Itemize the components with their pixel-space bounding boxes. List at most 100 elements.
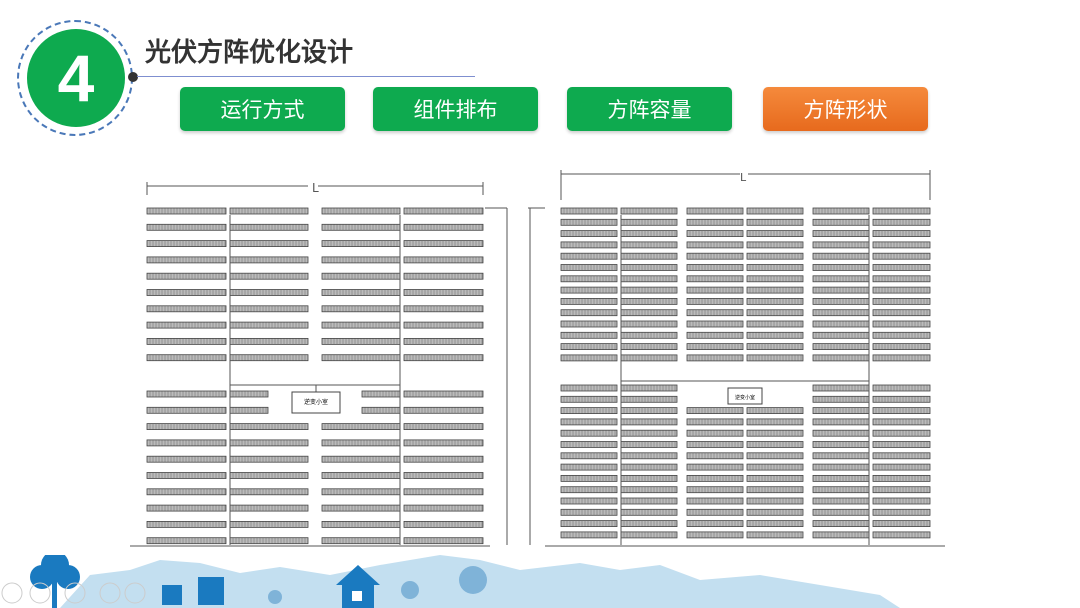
pv-module-row bbox=[620, 429, 678, 437]
pv-module-row bbox=[812, 508, 870, 516]
pv-module-row bbox=[146, 256, 227, 264]
pv-module-row bbox=[812, 486, 870, 494]
pv-module-row bbox=[146, 455, 227, 463]
pv-module-row bbox=[146, 354, 227, 362]
pv-module-row bbox=[560, 218, 618, 226]
pv-module-row bbox=[620, 407, 678, 415]
pv-module-row bbox=[403, 521, 484, 528]
pv-module-row bbox=[812, 429, 870, 437]
pv-module-row bbox=[560, 309, 618, 317]
pv-module-row bbox=[746, 429, 804, 437]
pv-module-row bbox=[146, 488, 227, 496]
pv-module-row bbox=[872, 407, 931, 415]
pv-module-row bbox=[812, 218, 870, 226]
pv-module-row bbox=[746, 252, 804, 260]
pv-module-row bbox=[403, 256, 484, 264]
pv-module-row bbox=[620, 218, 678, 226]
pv-module-row bbox=[812, 418, 870, 426]
pv-module-row bbox=[686, 241, 744, 249]
pv-module-row bbox=[746, 508, 804, 516]
pv-module-row bbox=[812, 452, 870, 460]
pv-module-row bbox=[686, 230, 744, 238]
pv-module-row bbox=[620, 331, 678, 339]
pv-module-row bbox=[746, 297, 804, 305]
pv-module-row bbox=[686, 407, 744, 415]
pv-module-row bbox=[146, 240, 227, 248]
pv-module-row bbox=[686, 441, 744, 448]
pv-module-row bbox=[812, 474, 870, 482]
pv-module-row bbox=[812, 354, 870, 362]
pv-module-row bbox=[620, 275, 678, 283]
pv-module-row bbox=[620, 531, 678, 539]
pv-module-row bbox=[403, 455, 484, 463]
pv-module-row bbox=[686, 286, 744, 294]
tab-operation-mode[interactable]: 运行方式 bbox=[180, 87, 345, 131]
pv-module-row bbox=[403, 537, 484, 545]
pv-module-row bbox=[872, 264, 931, 271]
pv-module-row bbox=[872, 252, 931, 260]
pv-module-row bbox=[812, 331, 870, 339]
pv-module-row bbox=[812, 241, 870, 249]
pv-module-row bbox=[620, 497, 678, 505]
pv-module-row bbox=[560, 486, 618, 494]
pv-module-row bbox=[686, 343, 744, 351]
pv-module-row bbox=[620, 486, 678, 494]
pv-module-row bbox=[146, 272, 227, 280]
pv-module-row bbox=[872, 354, 931, 362]
pv-module-row bbox=[146, 423, 227, 431]
pv-module-row bbox=[560, 418, 618, 426]
section-number-badge: 4 bbox=[27, 29, 125, 127]
pv-module-row bbox=[686, 474, 744, 482]
pv-module-row bbox=[620, 418, 678, 426]
pv-module-row bbox=[620, 309, 678, 317]
pv-module-row bbox=[686, 486, 744, 494]
pv-module-row bbox=[403, 272, 484, 280]
pv-module-row bbox=[746, 309, 804, 317]
tab-module-layout[interactable]: 组件排布 bbox=[373, 87, 538, 131]
pv-module-row bbox=[872, 286, 931, 294]
pv-module-row bbox=[746, 407, 804, 415]
dimension-label: L bbox=[740, 171, 747, 184]
pv-module-row bbox=[146, 337, 227, 345]
pv-module-row bbox=[403, 423, 484, 431]
pv-module-row bbox=[560, 264, 618, 271]
pv-module-row bbox=[620, 297, 678, 305]
tab-array-shape[interactable]: 方阵形状 bbox=[763, 87, 928, 131]
right-array-diagram: L bbox=[545, 170, 945, 547]
pv-module-row bbox=[146, 521, 227, 528]
pv-module-row bbox=[812, 230, 870, 238]
pv-module-row bbox=[560, 207, 618, 215]
pv-module-row bbox=[146, 289, 227, 296]
pv-module-row bbox=[620, 343, 678, 351]
pv-module-row bbox=[560, 474, 618, 482]
pv-module-row bbox=[403, 504, 484, 512]
pv-module-row bbox=[620, 452, 678, 460]
title-rule-dot bbox=[128, 72, 138, 82]
pv-module-row bbox=[812, 309, 870, 317]
pv-module-row bbox=[686, 297, 744, 305]
pv-module-row bbox=[560, 531, 618, 539]
pv-module-row bbox=[872, 497, 931, 505]
pv-module-row bbox=[560, 297, 618, 305]
pv-module-row bbox=[403, 439, 484, 447]
pv-module-row bbox=[686, 275, 744, 283]
pv-module-row bbox=[746, 497, 804, 505]
pv-module-row bbox=[620, 508, 678, 516]
pv-module-row bbox=[812, 297, 870, 305]
dimension-label: L bbox=[312, 181, 319, 195]
pv-module-row bbox=[872, 520, 931, 527]
pv-module-row bbox=[872, 297, 931, 305]
pv-module-row bbox=[686, 429, 744, 437]
pv-module-row bbox=[403, 240, 484, 248]
pv-module-row bbox=[403, 223, 484, 231]
pv-module-row bbox=[746, 331, 804, 339]
tab-array-capacity[interactable]: 方阵容量 bbox=[567, 87, 732, 131]
pv-module-row bbox=[872, 275, 931, 283]
pv-module-row bbox=[620, 441, 678, 448]
pv-module-row bbox=[560, 241, 618, 249]
pv-module-row bbox=[560, 286, 618, 294]
pv-module-row bbox=[361, 390, 401, 398]
pv-module-row bbox=[686, 452, 744, 460]
pv-module-row bbox=[746, 264, 804, 271]
pv-module-row bbox=[872, 343, 931, 351]
